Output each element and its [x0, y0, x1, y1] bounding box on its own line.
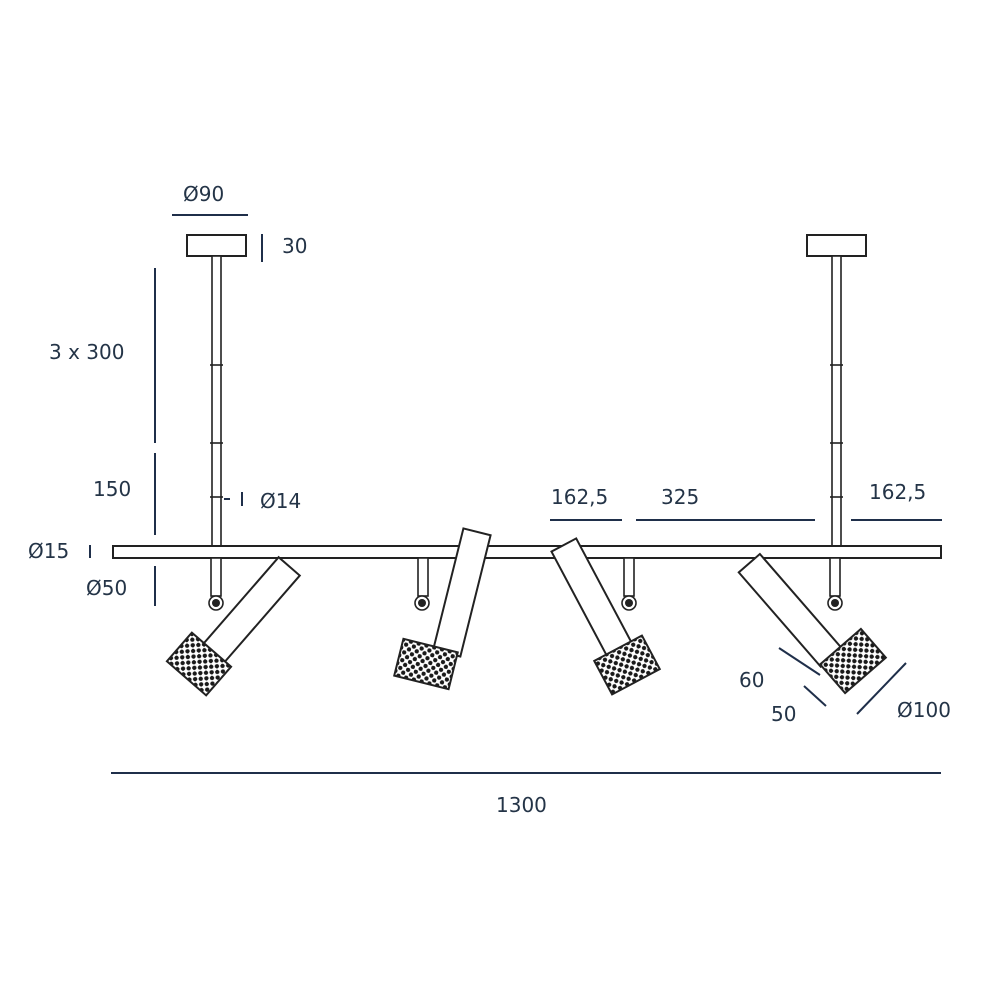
label-joint-diameter: Ø50	[86, 576, 127, 600]
spot-4-body	[737, 552, 844, 669]
spot-2-pivot-core	[418, 599, 426, 607]
spotlight-3	[550, 537, 662, 696]
suspension-rod-right	[831, 255, 842, 547]
label-canopy-height: 30	[282, 234, 307, 258]
dim-line-head-depth	[803, 685, 827, 707]
spotlight-1	[165, 555, 302, 697]
label-bar-diameter: Ø15	[28, 539, 69, 563]
spot-1-head	[165, 631, 233, 697]
spot-3-stem	[623, 557, 635, 597]
spot-3-head	[592, 634, 662, 696]
spot-1-pivot-core	[212, 599, 220, 607]
label-rod-diameter: Ø14	[260, 489, 301, 513]
label-rod-short: 150	[93, 477, 131, 501]
label-spacing-right: 162,5	[869, 480, 926, 504]
label-head-depth: 50	[771, 702, 796, 726]
spot-4-stem	[829, 557, 841, 597]
label-canopy-diameter: Ø90	[183, 182, 224, 206]
label-rod-length: 3 x 300	[49, 340, 124, 364]
spot-4-pivot-core	[831, 599, 839, 607]
ceiling-canopy-right	[806, 234, 867, 257]
label-head-length: 60	[739, 668, 764, 692]
spot-2-stem	[417, 557, 429, 597]
horizontal-bar	[112, 545, 942, 559]
spotlight-4	[737, 552, 888, 695]
spot-2-head	[393, 637, 459, 691]
suspension-rod-left	[211, 255, 222, 547]
label-spacing-left: 162,5	[551, 485, 608, 509]
dim-line-head-length	[778, 647, 821, 676]
label-spacing-middle: 325	[661, 485, 699, 509]
label-total-width: 1300	[496, 793, 547, 817]
label-head-diameter: Ø100	[897, 698, 951, 722]
spot-1-stem	[210, 557, 222, 597]
spot-3-pivot-core	[625, 599, 633, 607]
dim-line-head-diameter	[856, 662, 907, 715]
spotlight-2	[393, 527, 492, 691]
ceiling-canopy-left	[186, 234, 247, 257]
spot-4-head	[818, 627, 888, 695]
